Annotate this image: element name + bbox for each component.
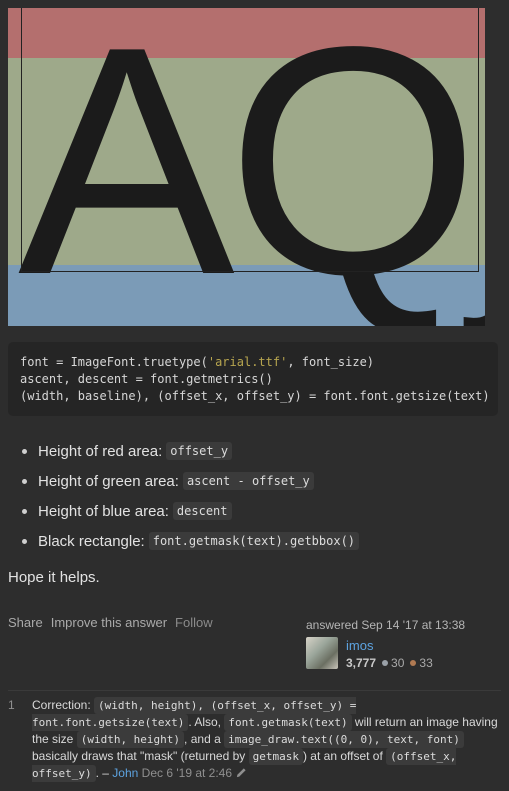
glyph-text: AQj	[18, 8, 485, 326]
comment-text: . –	[95, 766, 113, 780]
bullet-label: Height of blue area:	[38, 502, 169, 520]
inline-code: getmask	[248, 748, 303, 765]
comment-text: will return an image having the size	[32, 715, 498, 746]
comment-body: Correction: (width, height), (offset_x, …	[32, 697, 500, 782]
share-link[interactable]: Share	[8, 615, 43, 630]
code-line2: ascent, descent = font.getmetrics()	[20, 372, 273, 386]
bronze-badge-count: 33	[419, 656, 433, 670]
black-rectangle	[21, 8, 479, 272]
code-block: font = ImageFont.truetype('arial.ttf', f…	[8, 342, 498, 416]
comment-date[interactable]: Dec 6 '19 at 2:46	[141, 766, 233, 780]
blue-area	[8, 265, 485, 326]
green-area	[8, 58, 485, 265]
improve-answer-link[interactable]: Improve this answer	[50, 615, 168, 630]
pencil-icon[interactable]	[236, 766, 247, 782]
inline-code: image_draw.text((0, 0), text, font)	[224, 731, 464, 748]
inline-code: offset_y	[166, 442, 233, 460]
avatar[interactable]	[306, 637, 338, 669]
silver-badge-icon	[382, 660, 389, 666]
silver-badge-count: 30	[391, 656, 405, 670]
bronze-badge-icon	[410, 660, 417, 666]
comment-text: , and a	[184, 732, 225, 746]
list-item: Height of red area: offset_y	[22, 436, 498, 466]
comment-text: ) at an offset of	[302, 749, 387, 763]
reputation-score: 3,777	[346, 656, 377, 670]
list-item: Height of blue area: descent	[22, 496, 498, 526]
bullet-label: Height of red area:	[38, 442, 163, 460]
user-link[interactable]: imos	[346, 638, 374, 653]
inline-code: font.getmask(text).getbbox()	[148, 532, 360, 550]
list-item: Height of green area: ascent - offset_y	[22, 466, 498, 496]
answered-timestamp[interactable]: answered Sep 14 '17 at 13:38	[306, 618, 466, 632]
code-line3: (width, baseline), (offset_x, offset_y) …	[20, 389, 490, 403]
inline-code: ascent - offset_y	[182, 472, 314, 490]
inline-code: descent	[172, 502, 232, 520]
closing-text: Hope it helps.	[8, 569, 100, 586]
comment-text: . Also,	[188, 715, 225, 729]
bronze-badges: 33	[410, 656, 433, 670]
bullet-label: Height of green area:	[38, 472, 179, 490]
silver-badges: 30	[382, 656, 404, 670]
comment-author-link[interactable]: John	[112, 766, 139, 780]
list-item: Black rectangle: font.getmask(text).getb…	[22, 526, 498, 556]
comment-text: Correction:	[32, 698, 95, 712]
code-line1-pre: font = ImageFont.truetype(	[20, 355, 208, 369]
post-actions: Share Improve this answer Follow	[8, 615, 213, 630]
inline-code: font.getmask(text)	[224, 714, 352, 731]
divider	[8, 690, 501, 691]
follow-link[interactable]: Follow	[175, 615, 213, 630]
bullet-label: Black rectangle:	[38, 532, 145, 550]
code-line1-string: 'arial.ttf'	[207, 355, 288, 369]
red-area	[8, 8, 485, 58]
inline-code: (width, height)	[76, 731, 185, 748]
comment-text: basically draws that "mask" (returned by	[32, 749, 249, 763]
bullet-list: Height of red area: offset_y Height of g…	[22, 436, 498, 556]
comment-score: 1	[8, 698, 15, 712]
font-metrics-figure: AQj	[8, 8, 485, 326]
code-line1-post: , font_size)	[287, 355, 375, 369]
user-reputation: 3,777 30 33	[346, 656, 433, 670]
